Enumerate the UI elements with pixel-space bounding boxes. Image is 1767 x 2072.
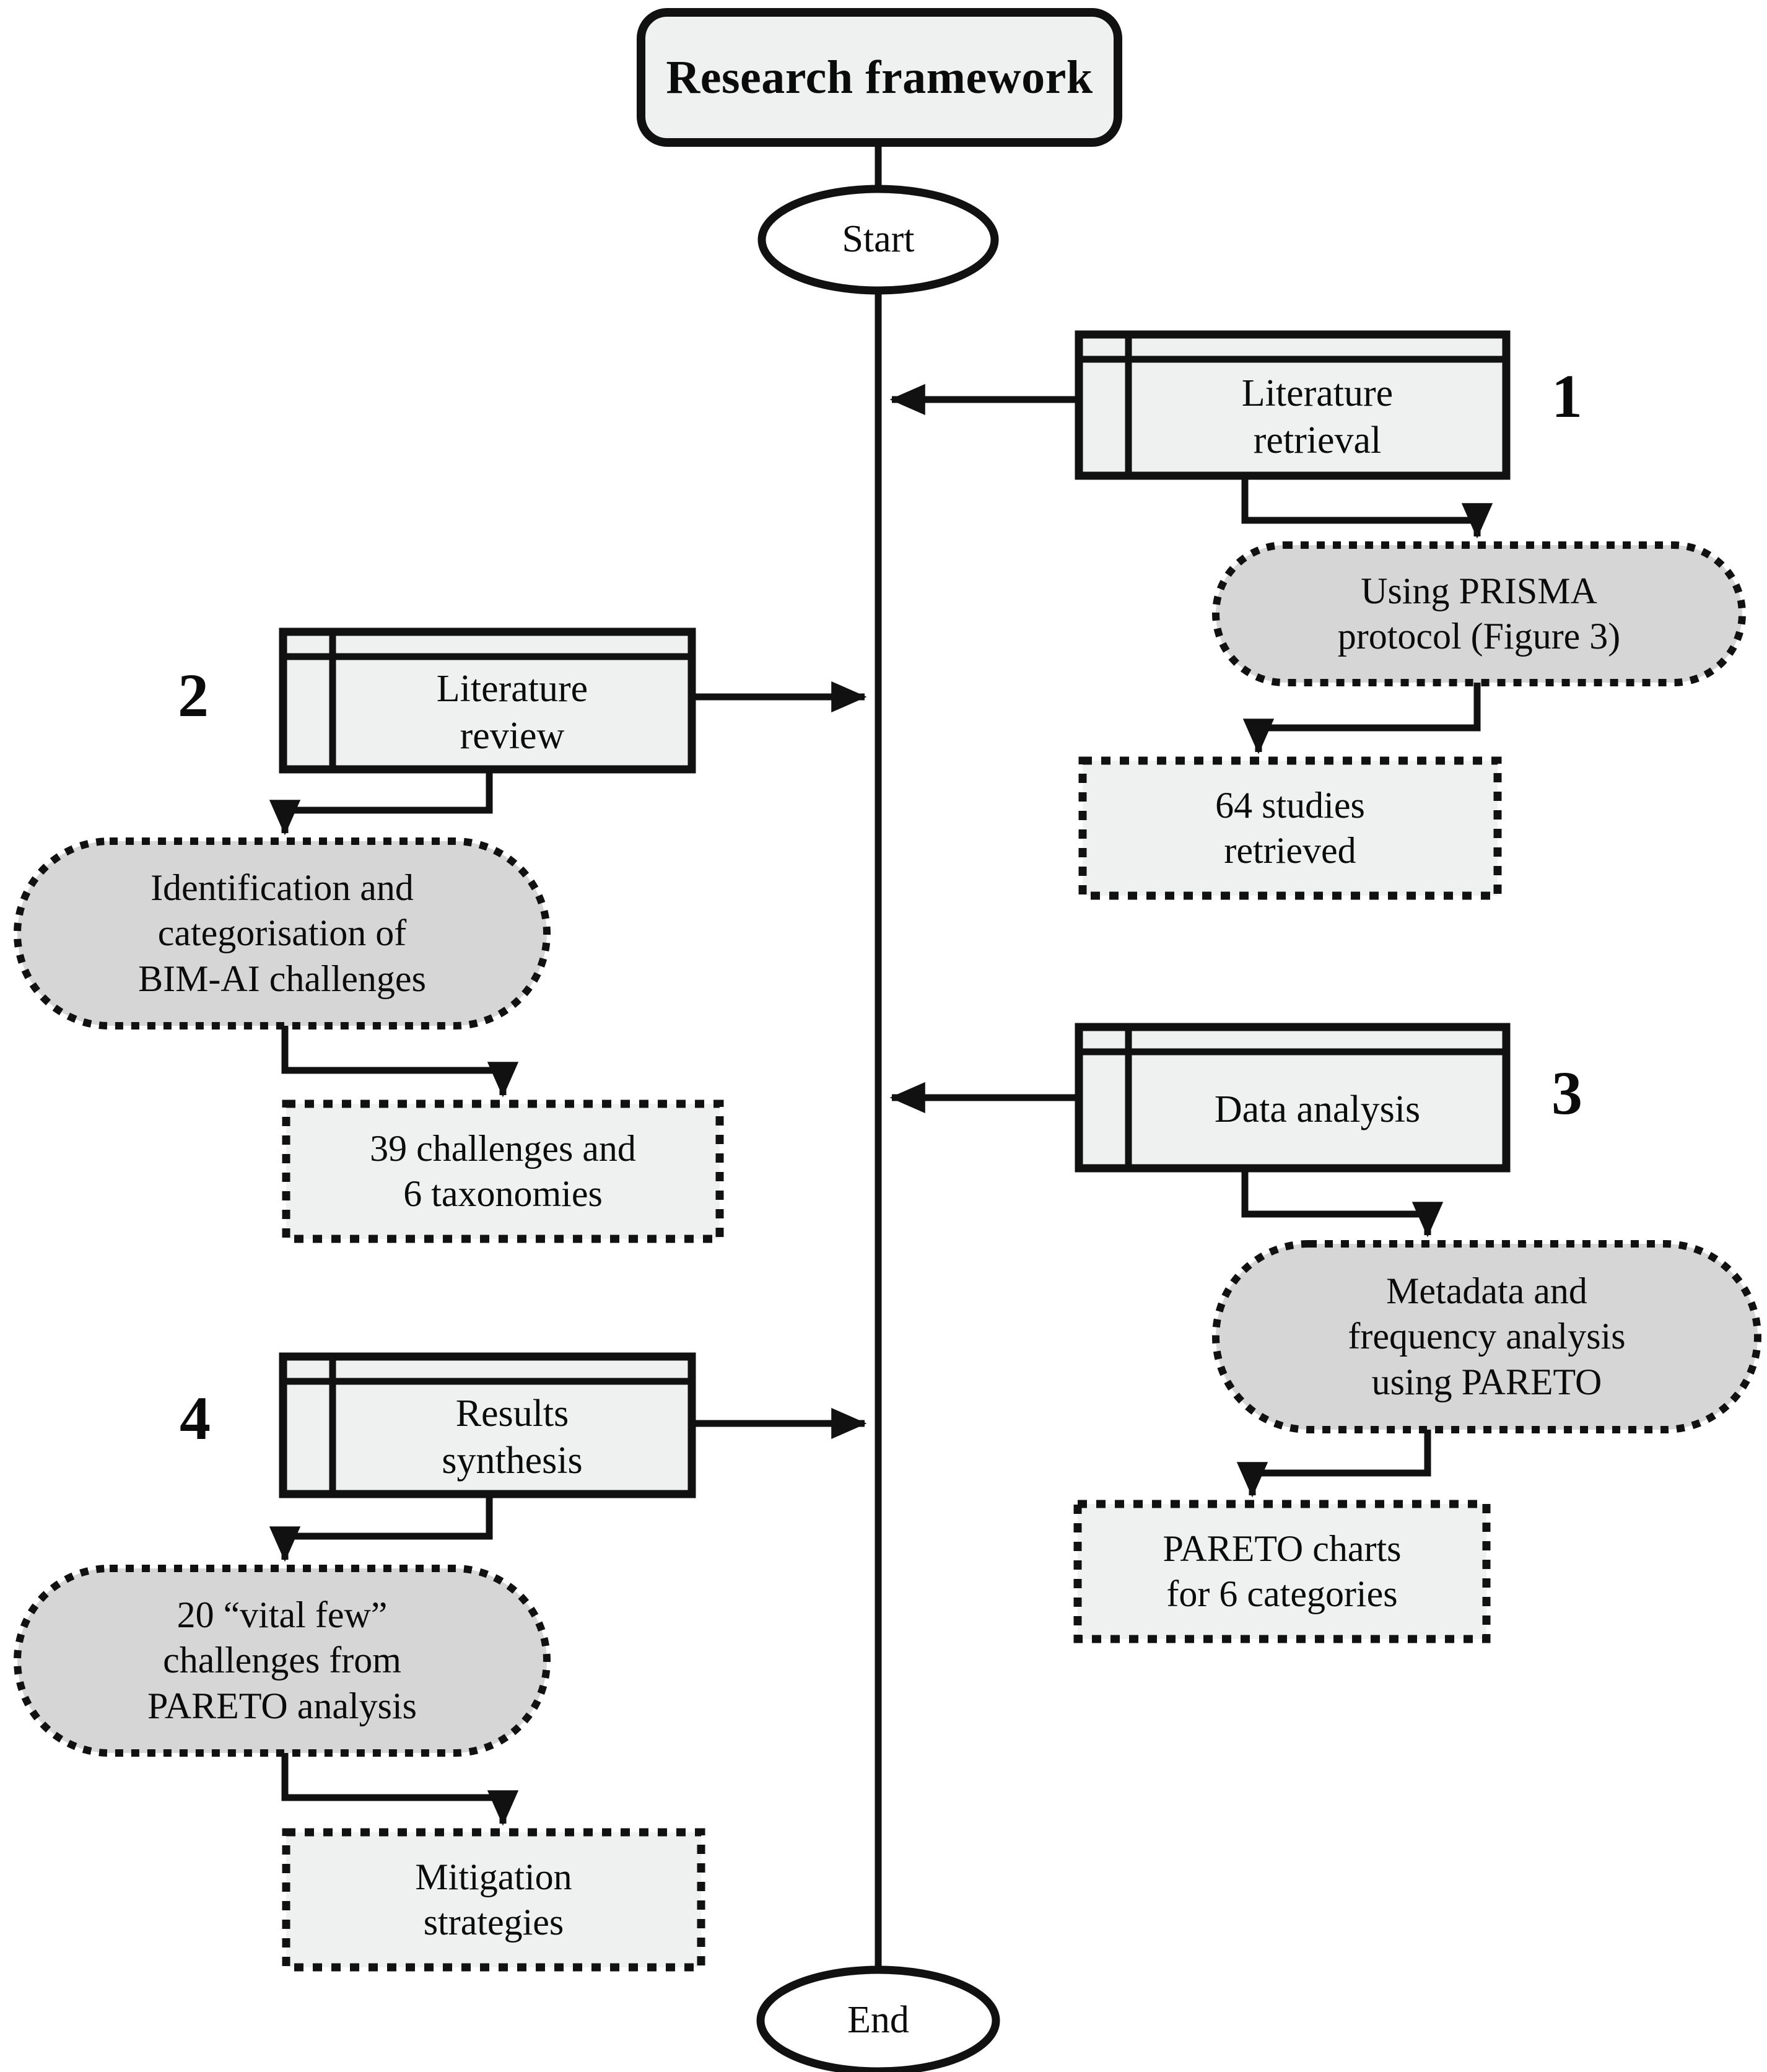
stage-3-method-to-output-arrow bbox=[1236, 1430, 1431, 1498]
end-terminator bbox=[756, 1965, 1000, 2072]
stage-2-output-box bbox=[282, 1099, 724, 1243]
title-box bbox=[637, 8, 1122, 147]
stage-2-process-box bbox=[279, 627, 696, 774]
stage-4-process-to-method-arrow bbox=[269, 1494, 493, 1562]
stage-3-group bbox=[889, 1023, 1761, 1643]
stage-2-group bbox=[14, 627, 867, 1243]
stage-1-process-box bbox=[1075, 330, 1511, 480]
stage-4-group bbox=[14, 1352, 867, 1972]
stage-1-method-to-output-arrow bbox=[1242, 683, 1481, 754]
stage-3-method-shape bbox=[1212, 1240, 1761, 1433]
stage-4-method-to-output-arrow bbox=[281, 1753, 519, 1826]
stage-2-method-to-output-arrow bbox=[281, 1026, 519, 1098]
stage-4-output-box bbox=[282, 1828, 705, 1972]
stage-1-group bbox=[889, 330, 1746, 900]
start-terminator bbox=[757, 185, 999, 295]
stage-1-output-box bbox=[1078, 756, 1502, 900]
stage-2-process-to-method-arrow bbox=[269, 769, 493, 836]
stage-1-method-shape bbox=[1212, 541, 1746, 686]
stage-4-method-shape bbox=[14, 1565, 551, 1757]
stage-1-process-to-method-arrow bbox=[1241, 476, 1493, 539]
stage-3-output-box bbox=[1073, 1500, 1491, 1643]
stage-4-process-box bbox=[279, 1352, 696, 1498]
stage-2-method-shape bbox=[14, 837, 551, 1029]
stage-3-process-box bbox=[1075, 1023, 1511, 1173]
stage-3-process-to-method-arrow bbox=[1241, 1168, 1444, 1238]
